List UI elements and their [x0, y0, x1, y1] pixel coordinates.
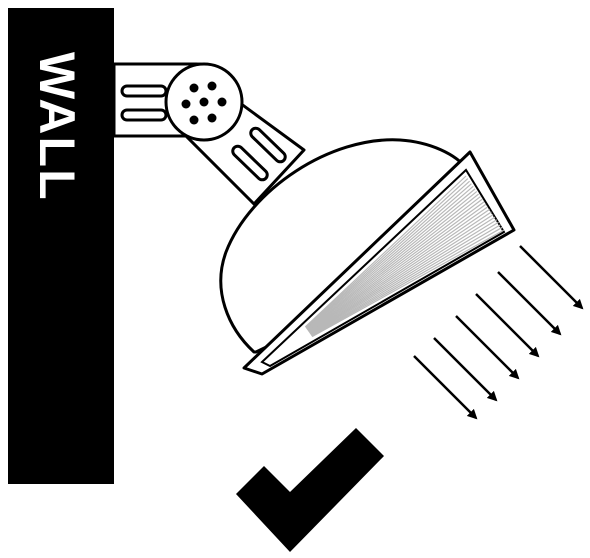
reflector-line: [309, 214, 494, 335]
arrow-icon: [475, 293, 540, 358]
reflector-line: [305, 180, 471, 329]
lamp-housing: [219, 138, 490, 354]
housing-dome: [219, 138, 490, 354]
bracket-slot-4: [249, 126, 287, 164]
reflector-line: [310, 221, 499, 336]
bracket-slot-1: [120, 84, 168, 98]
pivot-holes: [181, 81, 227, 125]
mounting-bracket: [112, 62, 306, 206]
bracket-slot-2: [120, 108, 168, 122]
light-rays: [413, 245, 584, 420]
reflector-line: [306, 190, 478, 331]
reflector-line: [306, 185, 474, 330]
reflector-line: [309, 208, 490, 334]
check-mark-icon: [236, 428, 384, 552]
reflector-line: [304, 175, 467, 328]
arrow-icon: [413, 355, 478, 420]
arrow-icon: [497, 271, 562, 336]
reflector-line: [311, 224, 501, 337]
reflector-line: [306, 188, 476, 330]
reflector-line: [305, 178, 469, 328]
reflector-line: [305, 183, 472, 329]
reflector-line: [308, 203, 487, 333]
reflector-line: [310, 216, 496, 335]
lamp-reflector: [242, 150, 516, 376]
arrow-icon: [519, 245, 584, 310]
wall-block: [8, 8, 114, 484]
bracket-slot-3: [231, 144, 269, 182]
wall: WALL: [8, 8, 114, 484]
reflector-line: [307, 198, 483, 332]
wall-label: WALL: [29, 52, 85, 202]
arrow-icon: [455, 315, 520, 380]
reflector-line: [310, 219, 498, 336]
reflector-line: [311, 226, 503, 337]
reflector-lines: [304, 175, 505, 338]
arrow-icon: [433, 337, 498, 402]
reflector-line: [311, 229, 505, 338]
reflector-line: [308, 206, 489, 333]
reflector-line: [307, 193, 480, 331]
reflector-line: [308, 201, 485, 332]
reflector-line: [307, 196, 481, 332]
reflector-line: [309, 211, 492, 334]
